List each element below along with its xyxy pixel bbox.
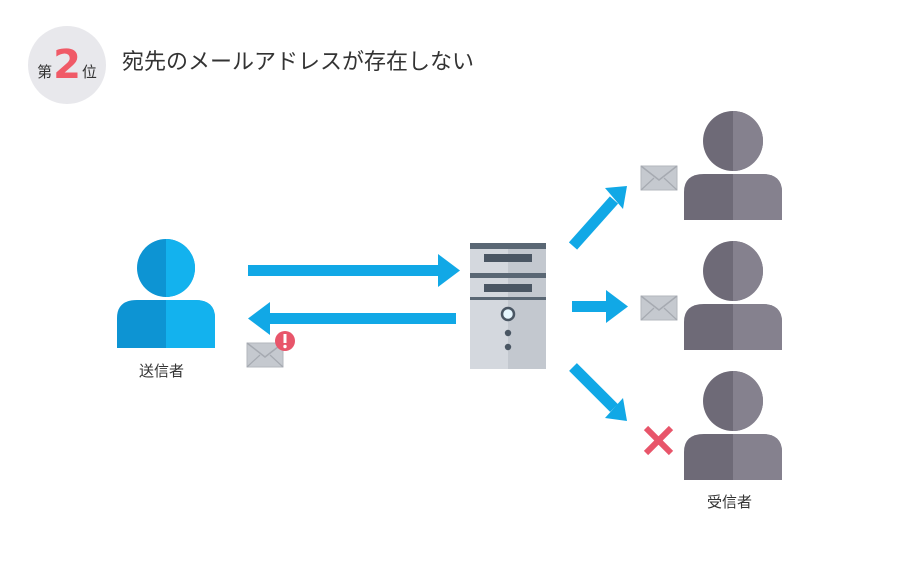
- failed-delivery-x-icon: [643, 425, 674, 456]
- receiver-person-icon-2: [684, 241, 782, 350]
- delivered-envelope-icon-2: [640, 295, 678, 321]
- receiver-label: 受信者: [707, 493, 753, 511]
- receiver-person-icon-1: [684, 111, 782, 220]
- rank-prefix: 第: [37, 62, 53, 81]
- error-exclamation-icon: [275, 331, 295, 351]
- rank-badge: 第 2 位: [28, 26, 106, 104]
- sender-body-light: [166, 300, 215, 348]
- send-arrow-icon: [248, 254, 460, 287]
- rank-number: 2: [53, 42, 81, 88]
- rank-suffix: 位: [81, 62, 97, 81]
- delivery-arrow-down-icon: [569, 363, 627, 421]
- delivered-envelope-icon-1: [640, 165, 678, 191]
- bounce-arrow-icon: [248, 302, 456, 335]
- sender-label: 送信者: [139, 362, 185, 380]
- delivery-arrow-right-icon: [572, 290, 628, 323]
- sender-person-icon: [117, 239, 215, 348]
- page-title: 宛先のメールアドレスが存在しない: [122, 50, 475, 75]
- sender-head-light: [166, 239, 195, 297]
- delivery-arrow-up-icon: [568, 186, 627, 250]
- receiver-person-icon-3: [684, 371, 782, 480]
- mail-server-icon: [470, 243, 546, 369]
